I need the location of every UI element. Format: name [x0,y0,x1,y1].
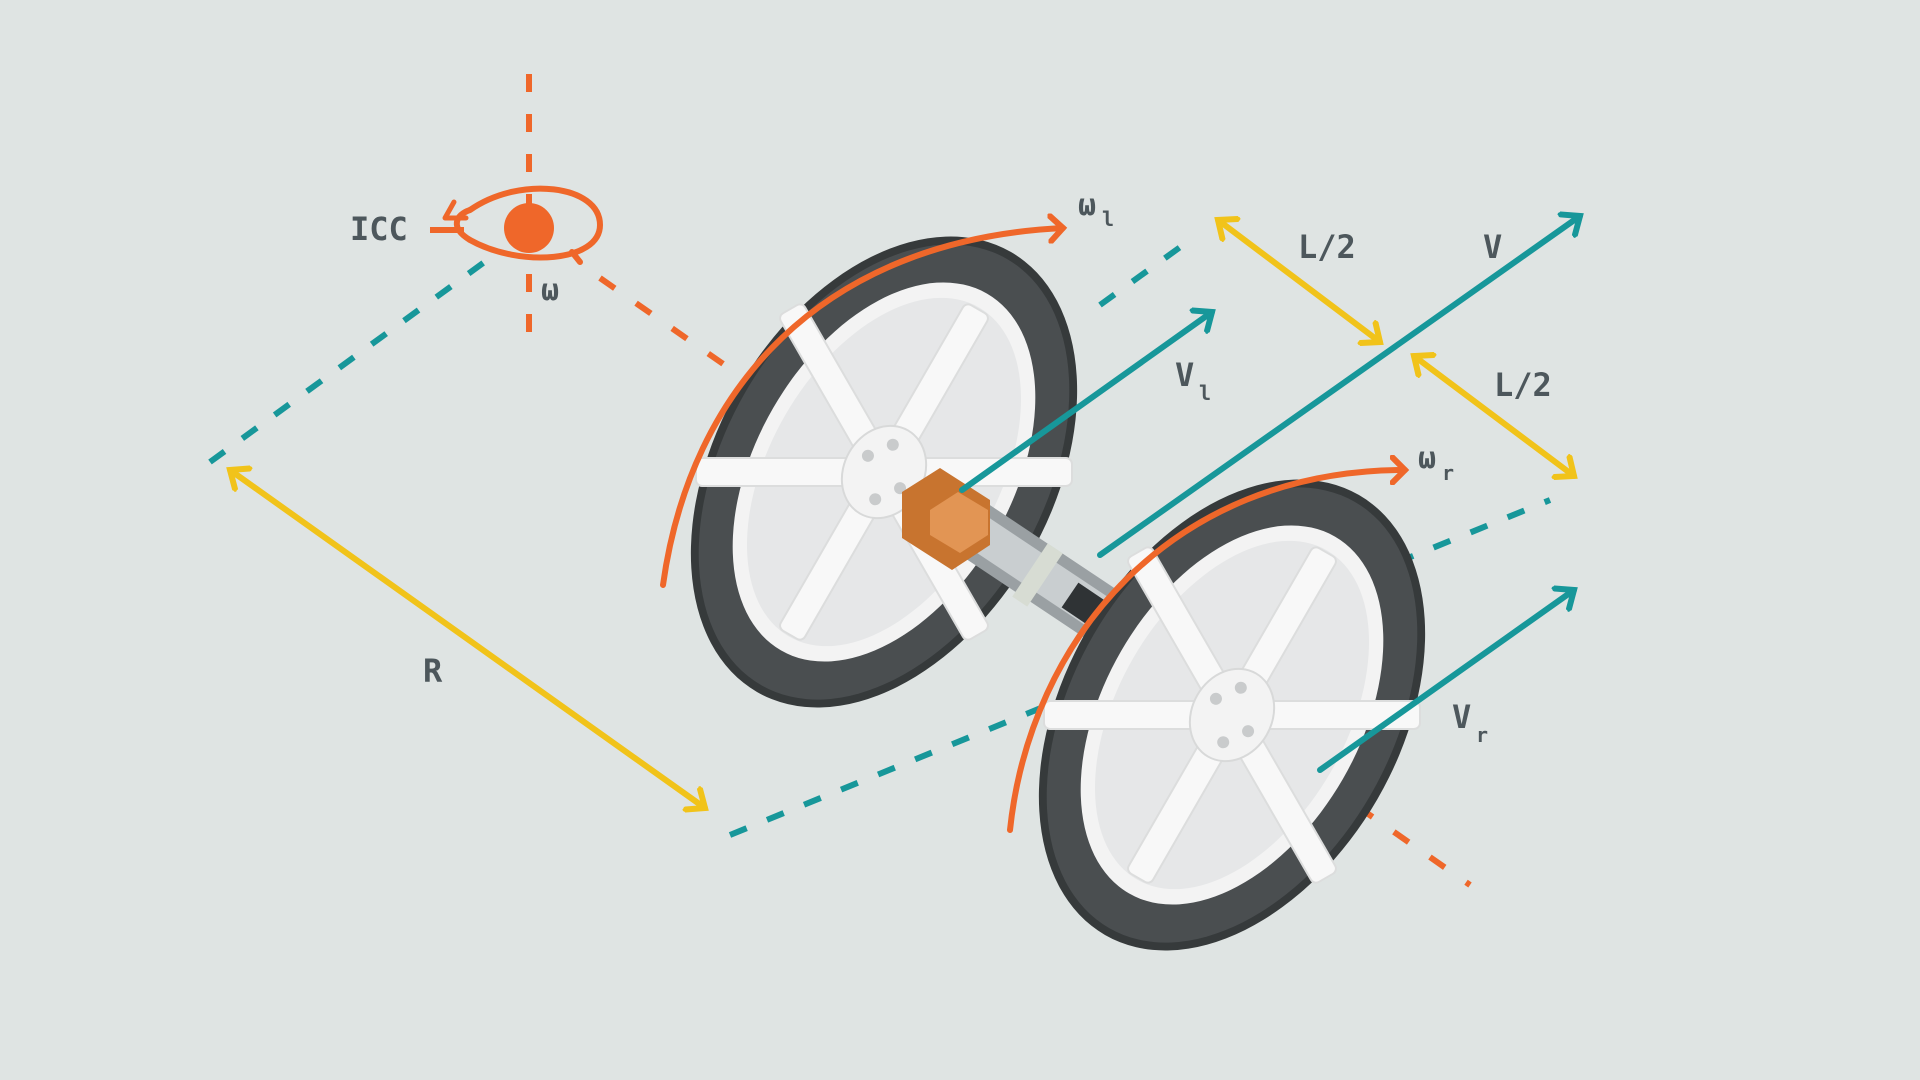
omega-right-arc [1007,470,1405,833]
omega-label: ω [541,273,559,308]
velocity-left-subscript: l [1199,381,1211,405]
half-track-arrow-2 [1414,356,1574,476]
velocity-right-label: V [1452,698,1471,736]
frame-left-dashed [208,255,492,465]
half-track-label-1: L/2 [1298,228,1356,266]
velocity-label: V [1483,228,1502,266]
right-wheel [1038,479,1426,951]
left-wheel [690,236,1078,708]
omega-right-subscript: r [1442,461,1454,485]
velocity-left-label: V [1175,356,1194,394]
velocity-right-arrow [1317,590,1574,773]
icc-label: ICC [350,210,408,248]
velocity-right-subscript: r [1476,723,1488,747]
omega-left-subscript: l [1102,207,1114,231]
radius-label: R [423,652,443,690]
omega-left-label: ω [1078,188,1096,223]
radius-arrow [230,470,705,808]
icc-symbol [442,185,604,265]
frame-top-dashed [1098,237,1192,308]
velocity-center-arrow [1097,216,1580,558]
omega-left-arc [660,228,1063,588]
half-track-label-2: L/2 [1494,366,1552,404]
half-track-arrow-1 [1218,220,1380,342]
omega-right-label: ω [1418,441,1436,476]
icc-point [504,203,554,253]
velocity-left-arrow [959,312,1212,493]
